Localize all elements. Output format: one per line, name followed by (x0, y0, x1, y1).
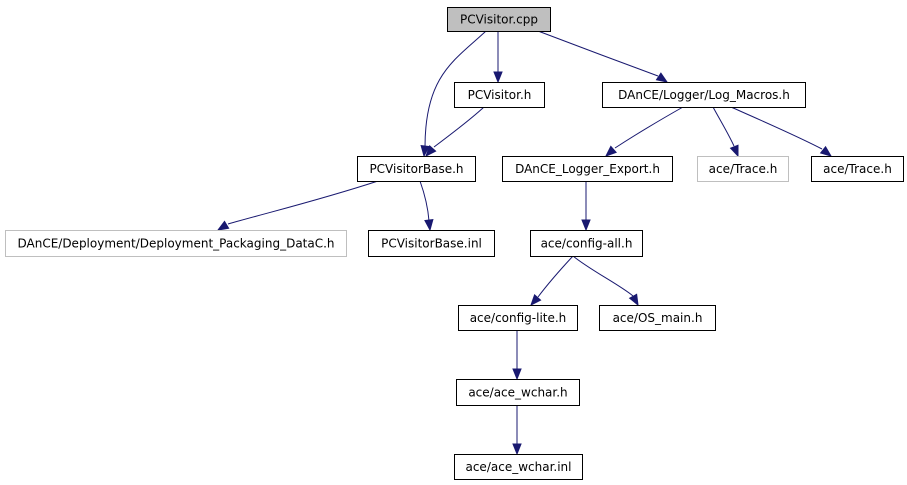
edge-pcvisitor_cpp-to-pcvisitorbase_h (420, 30, 487, 158)
edge-dance_logger_export_h-to-ace_config_all_h (581, 181, 591, 232)
node-log-macros-h[interactable]: DAnCE/Logger/Log_Macros.h (602, 82, 806, 108)
arrowhead-icon (216, 220, 230, 231)
edge-ace_config_lite_h-to-ace_ace_wchar_h (512, 330, 522, 381)
arrowhead-icon (655, 72, 669, 83)
node-label: ace/OS_main.h (613, 311, 703, 325)
node-label: PCVisitor.h (468, 88, 532, 102)
node-pcvisitorbase-inl[interactable]: PCVisitorBase.inl (368, 230, 495, 257)
node-dance-logger-export-h[interactable]: DAnCE_Logger_Export.h (502, 156, 673, 182)
node-box (697, 156, 789, 182)
node-ace-config-all-h[interactable]: ace/config-all.h (530, 230, 643, 257)
edge-pcvisitor_cpp-to-log_macros_h (537, 30, 669, 83)
edge-line (614, 106, 684, 149)
node-ace-trace-h-missing: ace/Trace.h (697, 156, 789, 182)
edge-line (419, 180, 430, 222)
node-ace-trace-h[interactable]: ace/Trace.h (811, 156, 904, 182)
edge-line (537, 30, 659, 77)
edge-line (227, 180, 379, 225)
arrowhead-icon (425, 145, 437, 158)
arrowhead-icon (729, 144, 739, 158)
node-label: ace/Trace.h (709, 162, 778, 176)
node-box (458, 305, 578, 331)
node-label: PCVisitorBase.h (369, 162, 463, 176)
edge-ace_config_all_h-to-ace_config_lite_h (530, 255, 574, 307)
node-ace-config-lite-h[interactable]: ace/config-lite.h (458, 305, 578, 331)
node-ace-os-main-h[interactable]: ace/OS_main.h (599, 305, 716, 331)
arrowhead-icon (819, 145, 833, 157)
edge-ace_config_all_h-to-ace_os_main_h (572, 255, 639, 307)
node-box (530, 230, 643, 257)
arrowhead-icon (512, 368, 522, 381)
edge-pcvisitor_cpp-to-pcvisitor_h (493, 31, 503, 84)
node-label: PCVisitor.cpp (460, 13, 538, 27)
arrowhead-icon (512, 443, 522, 456)
edge-line (433, 106, 485, 148)
arrowhead-icon (581, 219, 591, 232)
node-label: DAnCE/Logger/Log_Macros.h (618, 88, 790, 102)
node-label: DAnCE/Deployment/Deployment_Packaging_Da… (17, 237, 334, 251)
node-box (599, 305, 716, 331)
edge-line (537, 255, 574, 298)
arrowhead-icon (604, 145, 617, 157)
edge-pcvisitorbase_h-to-deployment_packaging_datac_h (216, 180, 379, 231)
node-box (368, 230, 495, 257)
node-box (447, 7, 551, 32)
node-box (456, 379, 580, 406)
edge-pcvisitorbase_h-to-pcvisitorbase_inl (419, 180, 434, 232)
node-box (454, 454, 583, 480)
edge-log_macros_h-to-ace_trace_h (730, 106, 833, 157)
edge-log_macros_h-to-dance_logger_export_h (604, 106, 684, 157)
arrowhead-icon (530, 293, 542, 307)
arrowhead-icon (493, 71, 503, 84)
edges-layer (216, 30, 833, 456)
node-ace-ace-wchar-inl[interactable]: ace/ace_wchar.inl (454, 454, 583, 480)
node-box (811, 156, 904, 182)
node-ace-ace-wchar-h[interactable]: ace/ace_wchar.h (456, 379, 580, 406)
node-label: ace/config-all.h (541, 237, 633, 251)
node-pcvisitor-cpp[interactable]: PCVisitor.cpp (447, 7, 551, 32)
node-pcvisitor-h[interactable]: PCVisitor.h (454, 82, 545, 108)
node-pcvisitorbase-h[interactable]: PCVisitorBase.h (357, 156, 476, 182)
node-label: ace/ace_wchar.h (468, 386, 567, 400)
node-box (5, 230, 347, 257)
arrowhead-icon (424, 219, 434, 232)
edge-pcvisitor_h-to-pcvisitorbase_h (425, 106, 485, 158)
node-deployment-packaging-datac-h: DAnCE/Deployment/Deployment_Packaging_Da… (5, 230, 347, 257)
node-label: PCVisitorBase.inl (381, 237, 482, 251)
node-label: ace/config-lite.h (470, 311, 567, 325)
node-box (602, 82, 806, 108)
edge-line (424, 30, 487, 148)
node-box (502, 156, 673, 182)
arrowhead-icon (420, 145, 430, 158)
node-box (454, 82, 545, 108)
node-label: DAnCE_Logger_Export.h (515, 162, 660, 176)
edge-line (572, 255, 634, 297)
node-label: ace/ace_wchar.inl (465, 460, 571, 474)
node-label: ace/Trace.h (823, 162, 892, 176)
arrowhead-icon (628, 293, 639, 307)
node-box (357, 156, 476, 182)
edge-ace_ace_wchar_h-to-ace_ace_wchar_inl (512, 405, 522, 456)
edge-line (730, 106, 823, 150)
edge-log_macros_h-to-ace_trace_h_missing (712, 106, 739, 158)
edge-line (712, 106, 735, 147)
